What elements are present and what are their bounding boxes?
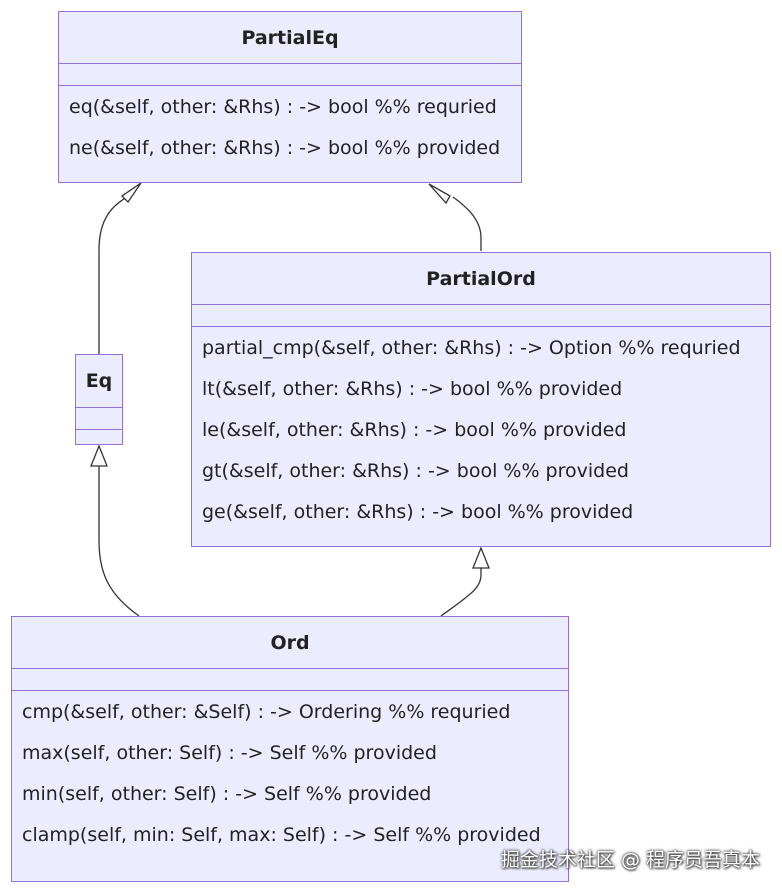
arrowhead-ord-to-partialord: [472, 546, 490, 569]
watermark: 掘金技术社区 @ 程序员吾真本: [500, 849, 760, 871]
method-eq: eq(&self, other: &Rhs) : -> bool %% requ…: [69, 96, 497, 118]
class-partialeq: PartialEq eq(&self, other: &Rhs) : -> bo…: [58, 11, 522, 183]
class-eq: Eq: [75, 354, 123, 445]
method-min: min(self, other: Self) : -> Self %% prov…: [22, 783, 432, 805]
arrowhead-eq-to-partialeq: [120, 182, 142, 204]
class-partialord-attributes: [192, 305, 770, 327]
class-partialeq-title: PartialEq: [59, 12, 521, 64]
class-eq-title: Eq: [76, 355, 122, 408]
edge-partialord-to-partialeq: [452, 196, 482, 251]
class-partialord-title: PartialOrd: [192, 253, 770, 305]
method-le: le(&self, other: &Rhs) : -> bool %% prov…: [202, 419, 627, 441]
arrowhead-partialord-to-partialeq: [428, 183, 451, 205]
edge-eq-to-partialeq: [98, 195, 129, 354]
class-ord-title: Ord: [12, 617, 568, 669]
method-partial-cmp: partial_cmp(&self, other: &Rhs) : -> Opt…: [202, 337, 741, 359]
class-ord: Ord cmp(&self, other: &Self) : -> Orderi…: [11, 616, 569, 882]
class-ord-attributes: [12, 669, 568, 691]
class-partialord: PartialOrd partial_cmp(&self, other: &Rh…: [191, 252, 771, 547]
method-lt: lt(&self, other: &Rhs) : -> bool %% prov…: [202, 378, 623, 400]
method-ge: ge(&self, other: &Rhs) : -> bool %% prov…: [202, 501, 634, 523]
class-partialord-methods: partial_cmp(&self, other: &Rhs) : -> Opt…: [192, 327, 770, 542]
method-ne: ne(&self, other: &Rhs) : -> bool %% prov…: [69, 137, 501, 159]
method-max: max(self, other: Self) : -> Self %% prov…: [22, 742, 437, 764]
edge-ord-to-eq: [98, 466, 140, 617]
class-partialeq-methods: eq(&self, other: &Rhs) : -> bool %% requ…: [59, 86, 521, 178]
class-ord-methods: cmp(&self, other: &Self) : -> Ordering %…: [12, 691, 568, 865]
method-gt: gt(&self, other: &Rhs) : -> bool %% prov…: [202, 460, 629, 482]
arrowhead-ord-to-eq: [90, 444, 108, 467]
method-cmp: cmp(&self, other: &Self) : -> Ordering %…: [22, 701, 511, 723]
class-partialeq-attributes: [59, 64, 521, 86]
method-clamp: clamp(self, min: Self, max: Self) : -> S…: [22, 824, 541, 846]
edge-ord-to-partialord: [440, 568, 482, 617]
class-eq-attributes: [76, 408, 122, 430]
